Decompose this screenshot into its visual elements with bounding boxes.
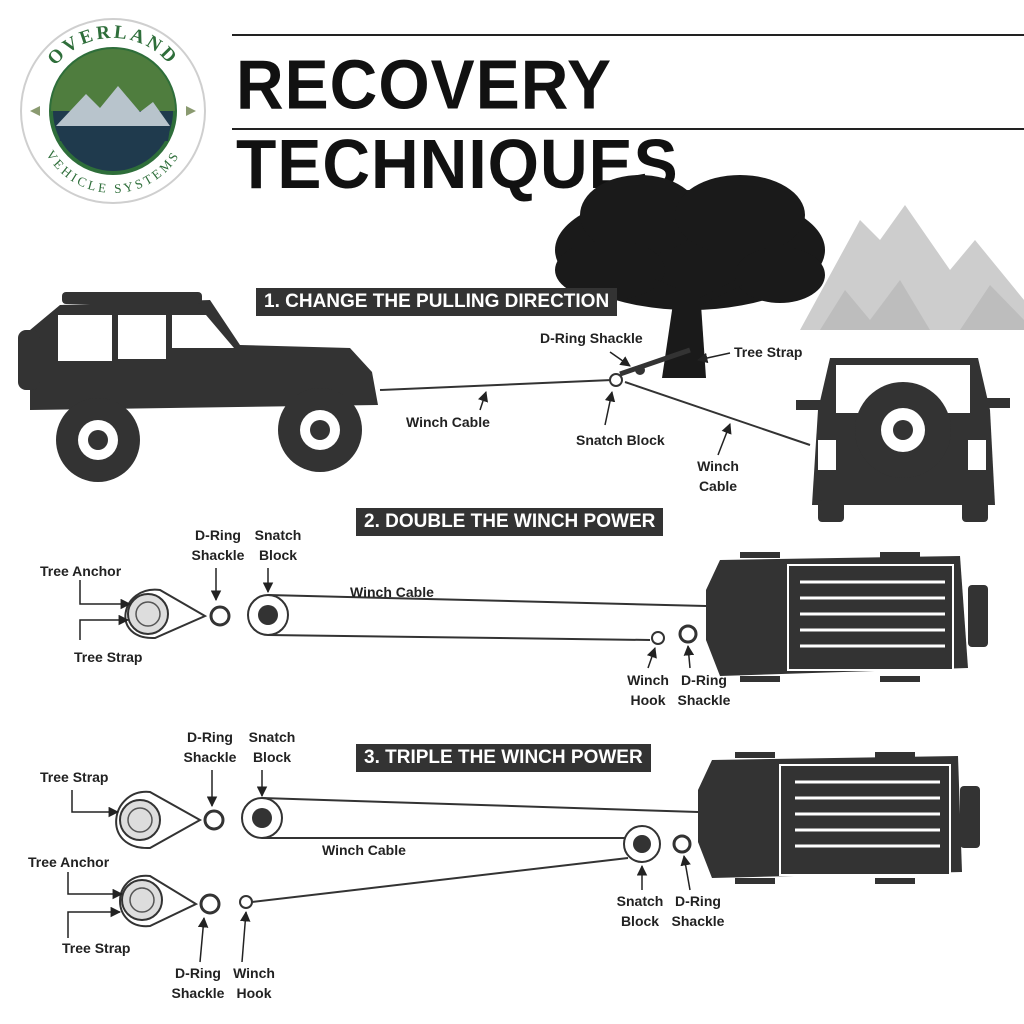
- s3-winch-hook-label: Winch Hook: [232, 963, 276, 1003]
- overland-logo: OVERLAND VEHICLE SYSTEMS: [20, 18, 206, 204]
- section3-rigging: [115, 790, 699, 928]
- s2-d-ring-b-line2: Shackle: [677, 692, 731, 708]
- s2-winch-hook-line1: Winch: [627, 672, 669, 688]
- s2-snatch-line1: Snatch: [254, 527, 302, 543]
- section3-arrows: [67, 770, 691, 963]
- section2-rigging: [124, 588, 707, 645]
- jeep-top-3: [698, 752, 980, 884]
- s3-tree-strap-top-label: Tree Strap: [40, 769, 109, 785]
- s3-snatch-line1: Snatch: [248, 729, 296, 745]
- section1-arrows: [478, 351, 732, 456]
- s2-d-ring-b-line1: D-Ring: [681, 672, 727, 688]
- s3-winch-hook-line2: Hook: [236, 985, 272, 1001]
- s3-d-ring-b-label: D-Ring Shackle: [670, 891, 726, 931]
- section2-heading: 2. DOUBLE THE WINCH POWER: [356, 508, 664, 536]
- s1-winch-cable-label: Winch Cable: [406, 414, 490, 430]
- s2-winch-cable-label: Winch Cable: [350, 584, 434, 600]
- s3-d-ring-c-label: D-Ring Shackle: [170, 963, 226, 1003]
- s1-tree-strap-label: Tree Strap: [734, 344, 803, 360]
- tree: [555, 175, 825, 378]
- s3-winch-hook-line1: Winch: [233, 965, 275, 981]
- s3-tree-anchor-label: Tree Anchor: [28, 854, 110, 870]
- s3-snatch-line2: Block: [252, 749, 292, 765]
- s2-d-ring-line1: D-Ring: [195, 527, 241, 543]
- s3-d-ring-b-line1: D-Ring: [675, 893, 721, 909]
- s3-snatch-b-line2: Block: [620, 913, 660, 929]
- snatch-block-1: [609, 365, 645, 387]
- s2-winch-hook-line2: Hook: [630, 692, 666, 708]
- title-rule-bottom: [232, 128, 1024, 130]
- s3-d-ring-line1: D-Ring: [187, 729, 233, 745]
- s3-winch-cable-label: Winch Cable: [322, 842, 406, 858]
- mountains: [800, 205, 1024, 330]
- s3-d-ring-line2: Shackle: [183, 749, 237, 765]
- s1-snatch-block-label: Snatch Block: [576, 432, 665, 448]
- s2-tree-anchor-label: Tree Anchor: [40, 563, 122, 579]
- s3-d-ring-label: D-Ring Shackle: [182, 727, 238, 767]
- s1-winch-cable-right-line1: Winch: [697, 458, 739, 474]
- s3-d-ring-c-line2: Shackle: [171, 985, 225, 1001]
- jeep-rear: [796, 358, 1010, 522]
- s3-snatch-b-line1: Snatch: [616, 893, 664, 909]
- section1-heading: 1. CHANGE THE PULLING DIRECTION: [256, 288, 618, 316]
- s3-d-ring-b-line2: Shackle: [671, 913, 725, 929]
- section3-heading: 3. TRIPLE THE WINCH POWER: [356, 744, 651, 772]
- jeep-top-2: [706, 552, 988, 682]
- s3-d-ring-c-line1: D-Ring: [175, 965, 221, 981]
- s3-snatch-b-label: Snatch Block: [616, 891, 664, 931]
- s3-tree-strap-bottom-label: Tree Strap: [62, 940, 131, 956]
- s2-tree-strap-label: Tree Strap: [74, 649, 143, 665]
- s1-d-ring-shackle-label: D-Ring Shackle: [540, 330, 643, 346]
- s2-winch-hook-label: Winch Hook: [626, 670, 670, 710]
- s2-d-ring-line2: Shackle: [191, 547, 245, 563]
- s2-snatch-line2: Block: [258, 547, 298, 563]
- section2-arrows: [79, 568, 695, 669]
- title-rule-top: [232, 34, 1024, 36]
- section1-cables: [379, 347, 811, 446]
- s1-winch-cable-right-label: Winch Cable: [696, 456, 740, 496]
- s2-d-ring-b-label: D-Ring Shackle: [676, 670, 732, 710]
- jeep-side: [18, 292, 378, 482]
- s2-snatch-label: Snatch Block: [254, 525, 302, 565]
- s3-snatch-label: Snatch Block: [248, 727, 296, 767]
- s1-winch-cable-right-line2: Cable: [698, 478, 738, 494]
- s2-d-ring-label: D-Ring Shackle: [190, 525, 246, 565]
